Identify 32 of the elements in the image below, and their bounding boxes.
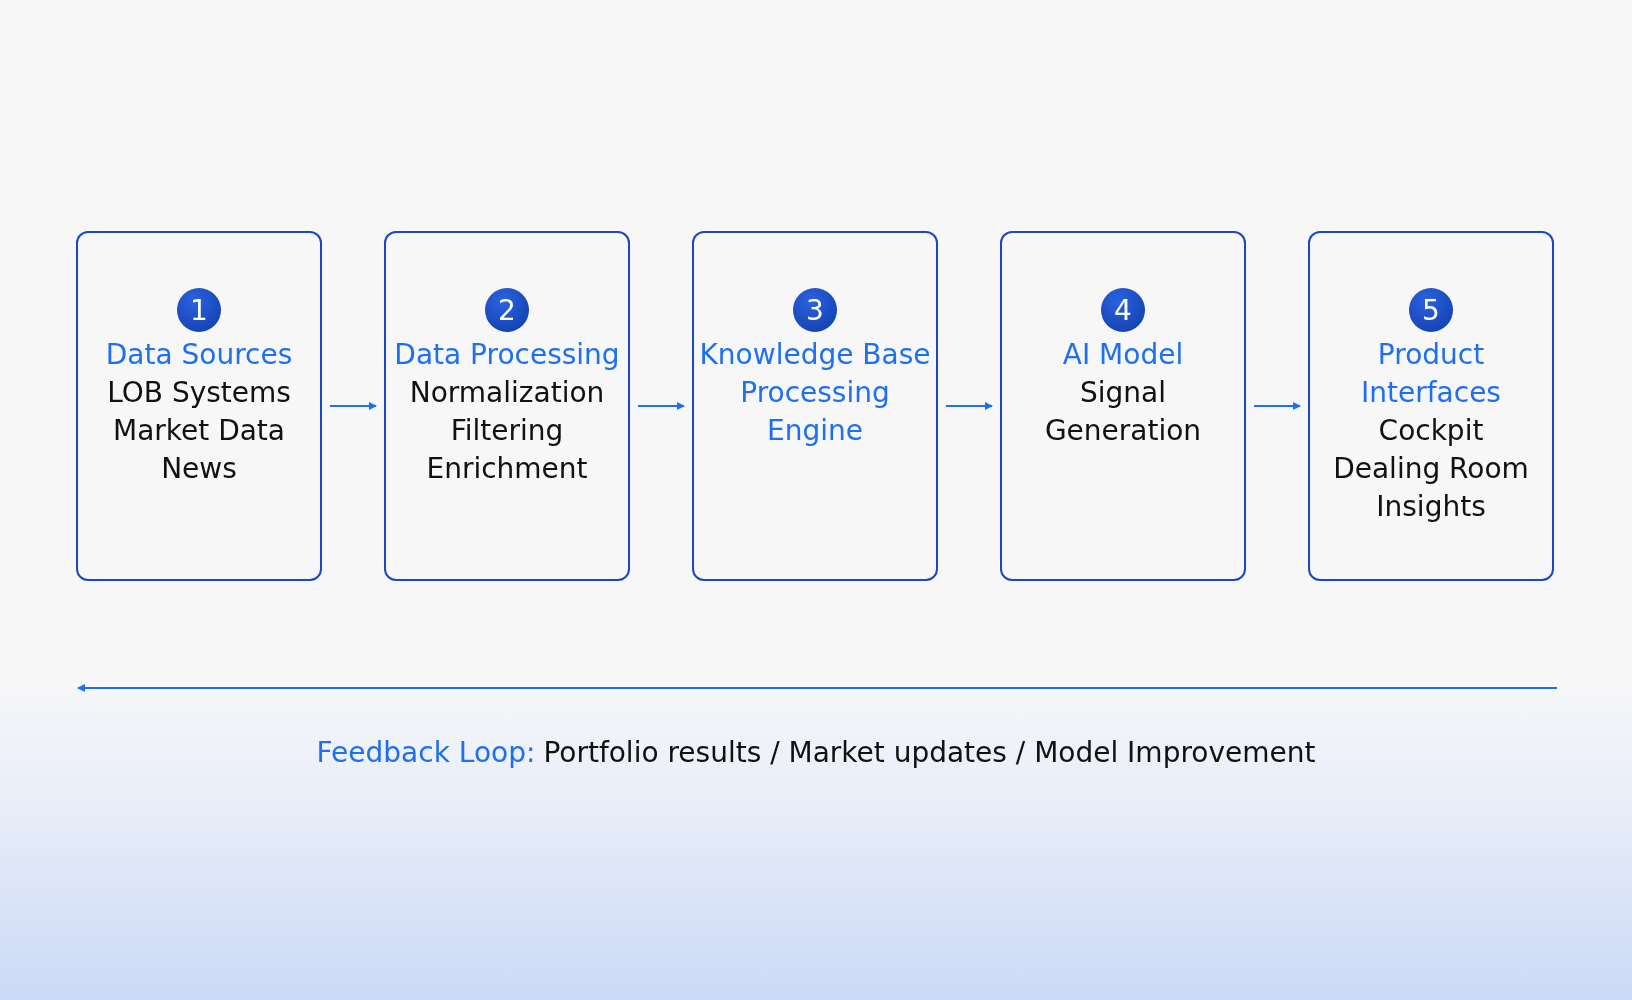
step-box xyxy=(76,231,322,581)
step-number: 2 xyxy=(485,288,529,332)
step-item: Enrichment xyxy=(425,451,589,487)
arrow xyxy=(637,402,685,410)
step-title: AI Model xyxy=(1061,337,1185,373)
step-box xyxy=(384,231,630,581)
step-item: LOB Systems xyxy=(106,375,292,411)
step-number: 3 xyxy=(793,288,837,332)
step-item: Dealing Room xyxy=(1332,451,1530,487)
step-box xyxy=(692,231,938,581)
step-item: Market Data xyxy=(112,413,286,449)
step-title: Product Interfaces xyxy=(1360,337,1502,411)
feedback-label: Feedback Loop: xyxy=(316,736,536,769)
step-box xyxy=(1000,231,1246,581)
step-item: Filtering xyxy=(449,413,565,449)
step-item: Cockpit xyxy=(1377,413,1485,449)
arrow xyxy=(945,402,993,410)
feedback-text: Portfolio results / Market updates / Model Improvement xyxy=(543,736,1316,769)
step-item: Generation xyxy=(1043,413,1203,449)
step-item: News xyxy=(160,451,238,487)
arrow xyxy=(1253,402,1301,410)
step-box xyxy=(1308,231,1554,581)
step-title: Data Sources xyxy=(104,337,294,373)
step-title: Knowledge Base Processing Engine xyxy=(699,337,931,449)
step-number: 4 xyxy=(1101,288,1145,332)
step-item: Signal xyxy=(1079,375,1167,411)
step-title: Data Processing xyxy=(393,337,621,373)
step-number: 1 xyxy=(177,288,221,332)
step-number: 5 xyxy=(1409,288,1453,332)
step-item: Normalization xyxy=(408,375,606,411)
step-item: Insights xyxy=(1375,489,1487,525)
arrow xyxy=(329,402,377,410)
